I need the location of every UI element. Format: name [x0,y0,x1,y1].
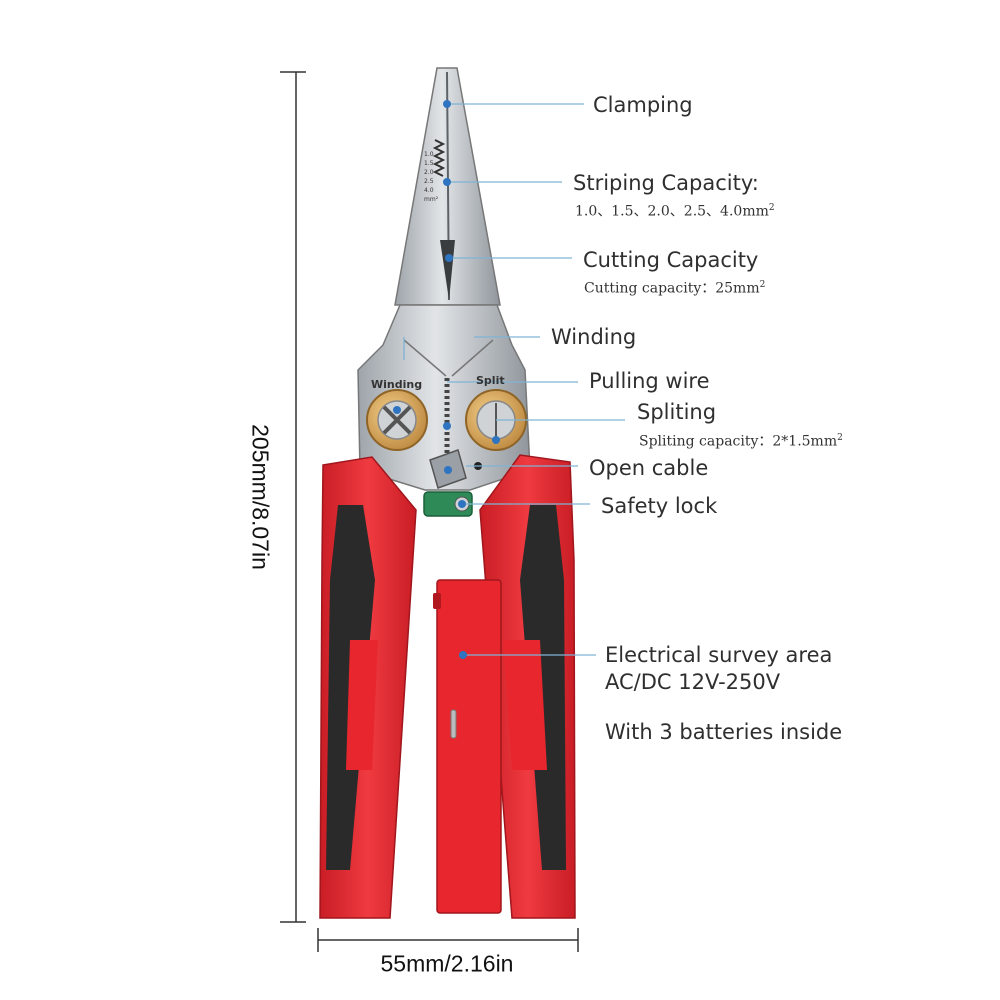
detail-spliting: Spliting capacity：2*1.5mm2 [639,433,843,450]
right-handle [479,454,576,919]
callout-dots [393,100,500,659]
label-cutting: Cutting Capacity [583,248,759,272]
label-clamping: Clamping [593,93,693,117]
gauge-markings: 1.0 1.5 2.0 2.5 4.0 mm² [424,150,438,204]
dot-open-cable [444,466,452,474]
gauge-5: 4.0 [424,187,434,194]
dot-cutting [445,254,453,262]
width-dimension-line [317,928,579,952]
height-dimension-label: 205mm/8.07in [247,424,274,570]
height-dimension-line [280,71,306,923]
label-winding: Winding [551,325,637,349]
label-survey-area: Electrical survey area [605,643,833,667]
gauge-unit: mm² [424,196,439,203]
gauge-1: 1.0 [424,151,434,158]
tool-split-mark: Split [476,374,505,387]
pliers-head [357,304,531,517]
dot-survey [459,651,467,659]
label-batteries: With 3 batteries inside [605,720,843,744]
gauge-4: 2.5 [424,178,434,185]
gauge-2: 1.5 [424,160,434,167]
dot-winding [393,406,401,414]
leader-lines [403,103,625,656]
dot-pulling [443,422,451,430]
dot-clamping [443,100,451,108]
label-safety-lock: Safety lock [601,494,718,518]
detail-cutting: Cutting capacity：25mm2 [584,280,766,297]
label-open-cable: Open cable [589,456,709,480]
label-survey-voltage: AC/DC 12V-250V [605,670,781,694]
label-pulling-wire: Pulling wire [589,369,710,393]
dot-striping [443,178,451,186]
label-spliting: Spliting [637,400,717,424]
left-handle [319,456,417,919]
tool-winding-mark: Winding [371,378,423,391]
dot-spliting [492,436,500,444]
voltage-tester [433,579,502,914]
detail-striping: 1.0、1.5、2.0、2.5、4.0mm2 [575,203,775,220]
gauge-3: 2.0 [424,169,434,176]
dot-safety-lock [458,500,466,508]
width-dimension-label: 55mm/2.16in [380,950,514,977]
label-striping: Striping Capacity: [573,171,759,195]
